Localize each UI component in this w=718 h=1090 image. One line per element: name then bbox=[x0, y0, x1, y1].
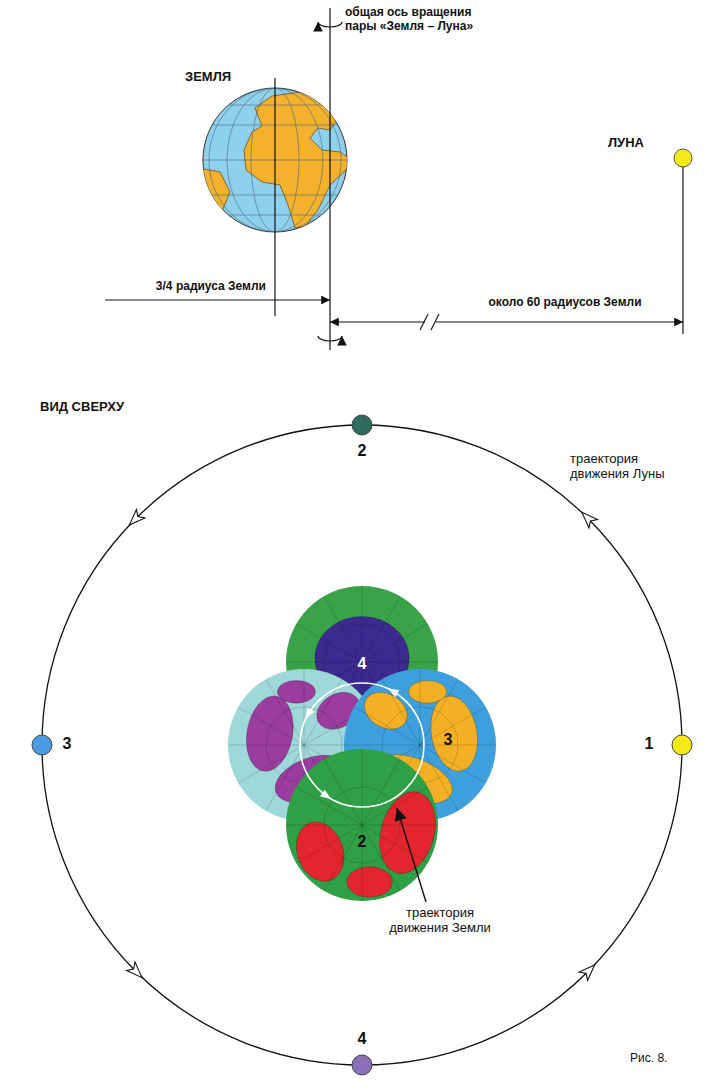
position-number: 1 bbox=[642, 735, 656, 753]
orbit-arrowhead bbox=[127, 962, 147, 982]
part-name: ЛУНА bbox=[608, 136, 670, 151]
trajectory-label: траектория движения Луны bbox=[570, 452, 700, 482]
figure-caption: Рис. 8. bbox=[630, 1052, 667, 1066]
orbit-arrowhead bbox=[578, 508, 598, 528]
polar-map bbox=[286, 749, 438, 901]
earth-trajectory bbox=[300, 683, 424, 807]
earth-globe bbox=[198, 88, 360, 232]
axes bbox=[275, 8, 683, 350]
position-number: 2 bbox=[355, 442, 369, 460]
view-label: ВИД СВЕРХУ bbox=[40, 400, 180, 415]
position-number: 3 bbox=[444, 731, 453, 749]
orbit-arrowhead bbox=[579, 961, 599, 981]
moon-orbit bbox=[42, 425, 682, 1065]
dimension: 3/4 радиуса Земли bbox=[100, 280, 266, 294]
part-name: ЗЕМЛЯ bbox=[185, 70, 275, 85]
position-number: 2 bbox=[358, 833, 367, 851]
position-number: 3 bbox=[60, 735, 74, 753]
trajectory-label: траектория движения Земли bbox=[380, 906, 500, 936]
earth-orbit-arrows bbox=[302, 685, 399, 803]
polar-disc bbox=[286, 749, 438, 901]
position-number: 4 bbox=[355, 1030, 369, 1048]
axis-label: общая ось вращения пары «Земля – Луна» bbox=[345, 6, 505, 34]
orbit-arrowhead bbox=[320, 790, 334, 803]
moon-positions bbox=[32, 415, 692, 1075]
polar-map bbox=[286, 749, 438, 901]
position-number: 4 bbox=[358, 655, 367, 673]
orbit-arrows bbox=[125, 508, 599, 982]
moon-dot bbox=[674, 149, 692, 167]
orbit-arrowhead bbox=[386, 685, 400, 697]
orbit-arrowhead bbox=[302, 708, 314, 722]
leader-arrow bbox=[397, 808, 426, 902]
earth-position-disc: 2 bbox=[286, 749, 438, 901]
orbit-arrowhead bbox=[125, 510, 145, 530]
dimension: около 60 радиусов Земли bbox=[455, 296, 675, 310]
